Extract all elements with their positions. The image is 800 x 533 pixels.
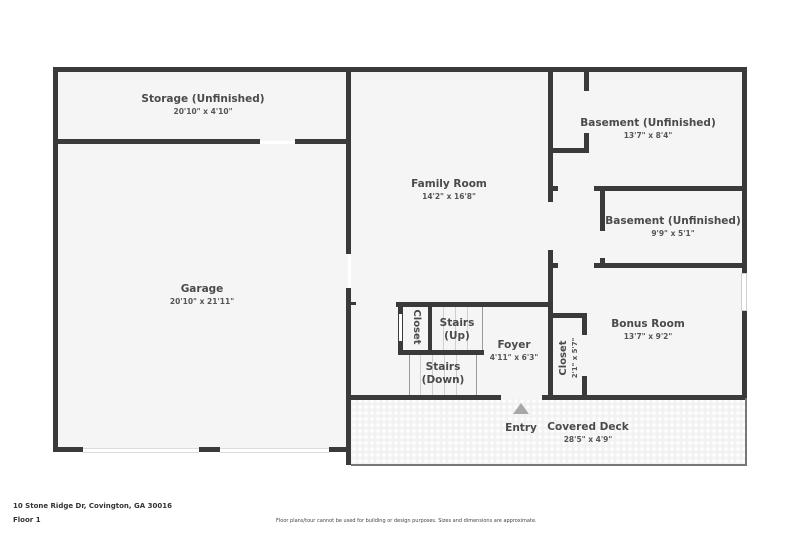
wall (600, 186, 605, 231)
wall (329, 447, 351, 452)
wall (553, 186, 558, 191)
garage-door (220, 448, 329, 453)
wall (553, 313, 587, 318)
room-label-small-closet: Closet (411, 309, 422, 345)
wall (594, 186, 747, 191)
wall (199, 447, 220, 452)
deck-edge (351, 464, 747, 466)
garage-door (83, 448, 199, 453)
interior-floor (351, 71, 743, 398)
room-label-foyer: Foyer 4'11" x 6'3" (489, 339, 539, 362)
stairs-down-label: Stairs (Down) (421, 361, 465, 386)
window (741, 273, 747, 311)
room-label-family-room: Family Room 14'2" x 16'8" (411, 178, 487, 201)
stair-edge (409, 355, 410, 395)
stair-tread (420, 355, 421, 395)
wall (346, 67, 351, 254)
disclaimer: Floor plans/tour cannot be used for buil… (276, 518, 537, 524)
room-label-bonus-closet: Closet 2'1" x 5'7" (558, 337, 579, 379)
wall (396, 302, 551, 307)
wall (584, 71, 589, 91)
wall (398, 350, 430, 355)
closet-door (399, 314, 402, 341)
wall (582, 313, 587, 335)
wall (351, 302, 356, 305)
covered-deck-floor (351, 398, 745, 465)
garage-floor (57, 144, 348, 449)
room-label-storage: Storage (Unfinished) 20'10" x 4'10" (141, 93, 265, 116)
wall (548, 250, 553, 400)
wall (295, 139, 351, 144)
stair-tread (432, 355, 433, 395)
wall (600, 258, 605, 266)
stair-tread (444, 355, 445, 395)
wall (584, 133, 589, 153)
deck-edge (745, 398, 747, 466)
stair-tread (456, 355, 457, 395)
storage-floor (57, 71, 348, 141)
wall (53, 67, 747, 72)
stair-edge (476, 355, 477, 395)
wall (428, 350, 484, 355)
wall (742, 67, 747, 397)
wall (553, 148, 589, 153)
wall (582, 376, 587, 398)
wall (346, 395, 501, 400)
room-label-bonus-room: Bonus Room 13'7" x 9'2" (611, 318, 685, 341)
room-label-basement-1: Basement (Unfinished) 13'7" x 8'4" (580, 117, 716, 140)
wall (542, 395, 747, 400)
stair-tread (482, 307, 483, 350)
stair-tread (443, 307, 444, 350)
stair-tread (467, 307, 468, 350)
wall (428, 302, 432, 355)
room-label-covered-deck: Covered Deck 28'5" x 4'9" (547, 421, 629, 444)
entry-arrow-icon (513, 403, 529, 414)
wall (594, 263, 747, 268)
wall (346, 288, 351, 465)
wall (53, 139, 260, 144)
address: 10 Stone Ridge Dr, Covington, GA 30016 (13, 502, 172, 510)
wall (53, 67, 58, 452)
wall (53, 447, 83, 452)
room-label-garage: Garage 20'10" x 21'11" (169, 283, 235, 306)
floor-label: Floor 1 (13, 516, 41, 524)
entry-label: Entry (505, 422, 537, 434)
room-label-basement-2: Basement (Unfinished) 9'9" x 5'1" (605, 215, 741, 238)
wall (553, 263, 558, 268)
stairs-up-label: Stairs (Up) (439, 317, 475, 342)
wall (548, 67, 553, 202)
stair-tread (455, 307, 456, 350)
